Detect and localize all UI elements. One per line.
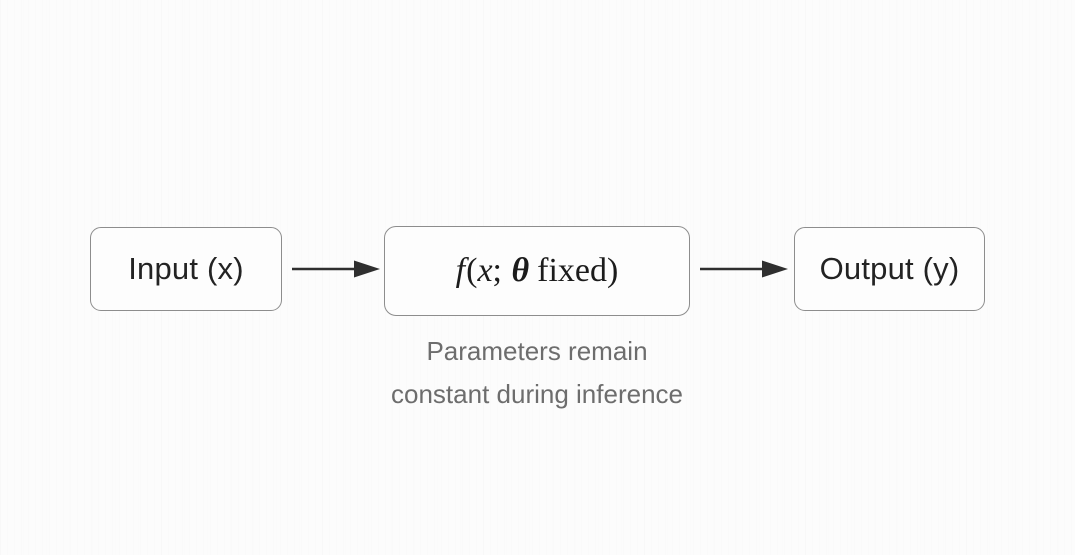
formula-variable: x [477, 252, 493, 289]
formula-function-symbol: f [455, 252, 466, 289]
arrow-model-to-output [700, 257, 788, 281]
formula-close-paren: ) [607, 252, 619, 289]
formula-open-paren: ( [466, 252, 478, 289]
formula-separator: ; [492, 252, 502, 289]
formula-parameter-symbol: θ [511, 252, 530, 289]
formula-qualifier: fixed [537, 252, 607, 289]
node-input-label: Input (x) [128, 251, 244, 286]
node-input[interactable]: Input (x) [90, 227, 282, 311]
arrow-input-to-model [292, 257, 380, 281]
caption-line-1: Parameters remain [426, 336, 648, 366]
node-output-label: Output (y) [819, 251, 960, 286]
diagram-caption: Parameters remain constant during infere… [287, 330, 787, 416]
node-output[interactable]: Output (y) [794, 227, 985, 311]
caption-line-2: constant during inference [391, 379, 683, 409]
